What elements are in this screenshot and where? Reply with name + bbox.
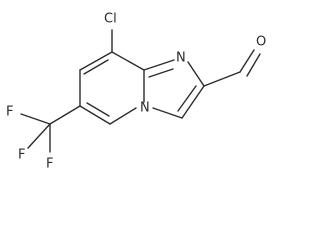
bond-c8a-n1-double (148, 68, 174, 78)
bond-cf3-f-lower (27, 123, 51, 149)
bond-c6-c5 (79, 105, 111, 125)
ring-nitrogen-bridge-label: N (140, 101, 150, 116)
bond-c3-n4 (152, 107, 183, 119)
bond-c5-n4 (109, 107, 137, 125)
substituent-bonds (20, 29, 261, 153)
fluorine-left-label: F (6, 105, 13, 120)
bond-c8-c7 (79, 51, 113, 71)
imidazole-ring (143, 59, 205, 119)
bond-cho-o-double (246, 53, 261, 77)
fluorine-bottom-label: F (46, 157, 53, 172)
ring-nitrogen-top-label: N (176, 51, 186, 66)
bond-cho-o (239, 49, 255, 73)
bond-c6-cf3 (49, 105, 81, 125)
aldehyde-oxygen-label: O (256, 35, 266, 50)
bond-c8a-c8 (111, 51, 145, 71)
bond-c2-c3-double (177, 85, 197, 112)
bond-n1-c2 (187, 61, 205, 87)
bond-c2-cho (203, 71, 241, 87)
bond-cf3-f-left (20, 113, 51, 125)
molecule-structure: Cl N N O F F F (6, 12, 266, 172)
bond-c8a-n1 (143, 59, 175, 71)
chlorine-label: Cl (104, 12, 117, 27)
fluorine-lower-label: F (18, 148, 25, 163)
bond-c2-c3 (181, 85, 205, 119)
bond-c8-c7-double (83, 59, 109, 75)
pyridine-ring (79, 51, 145, 125)
bond-c6-c5-double (86, 102, 110, 117)
